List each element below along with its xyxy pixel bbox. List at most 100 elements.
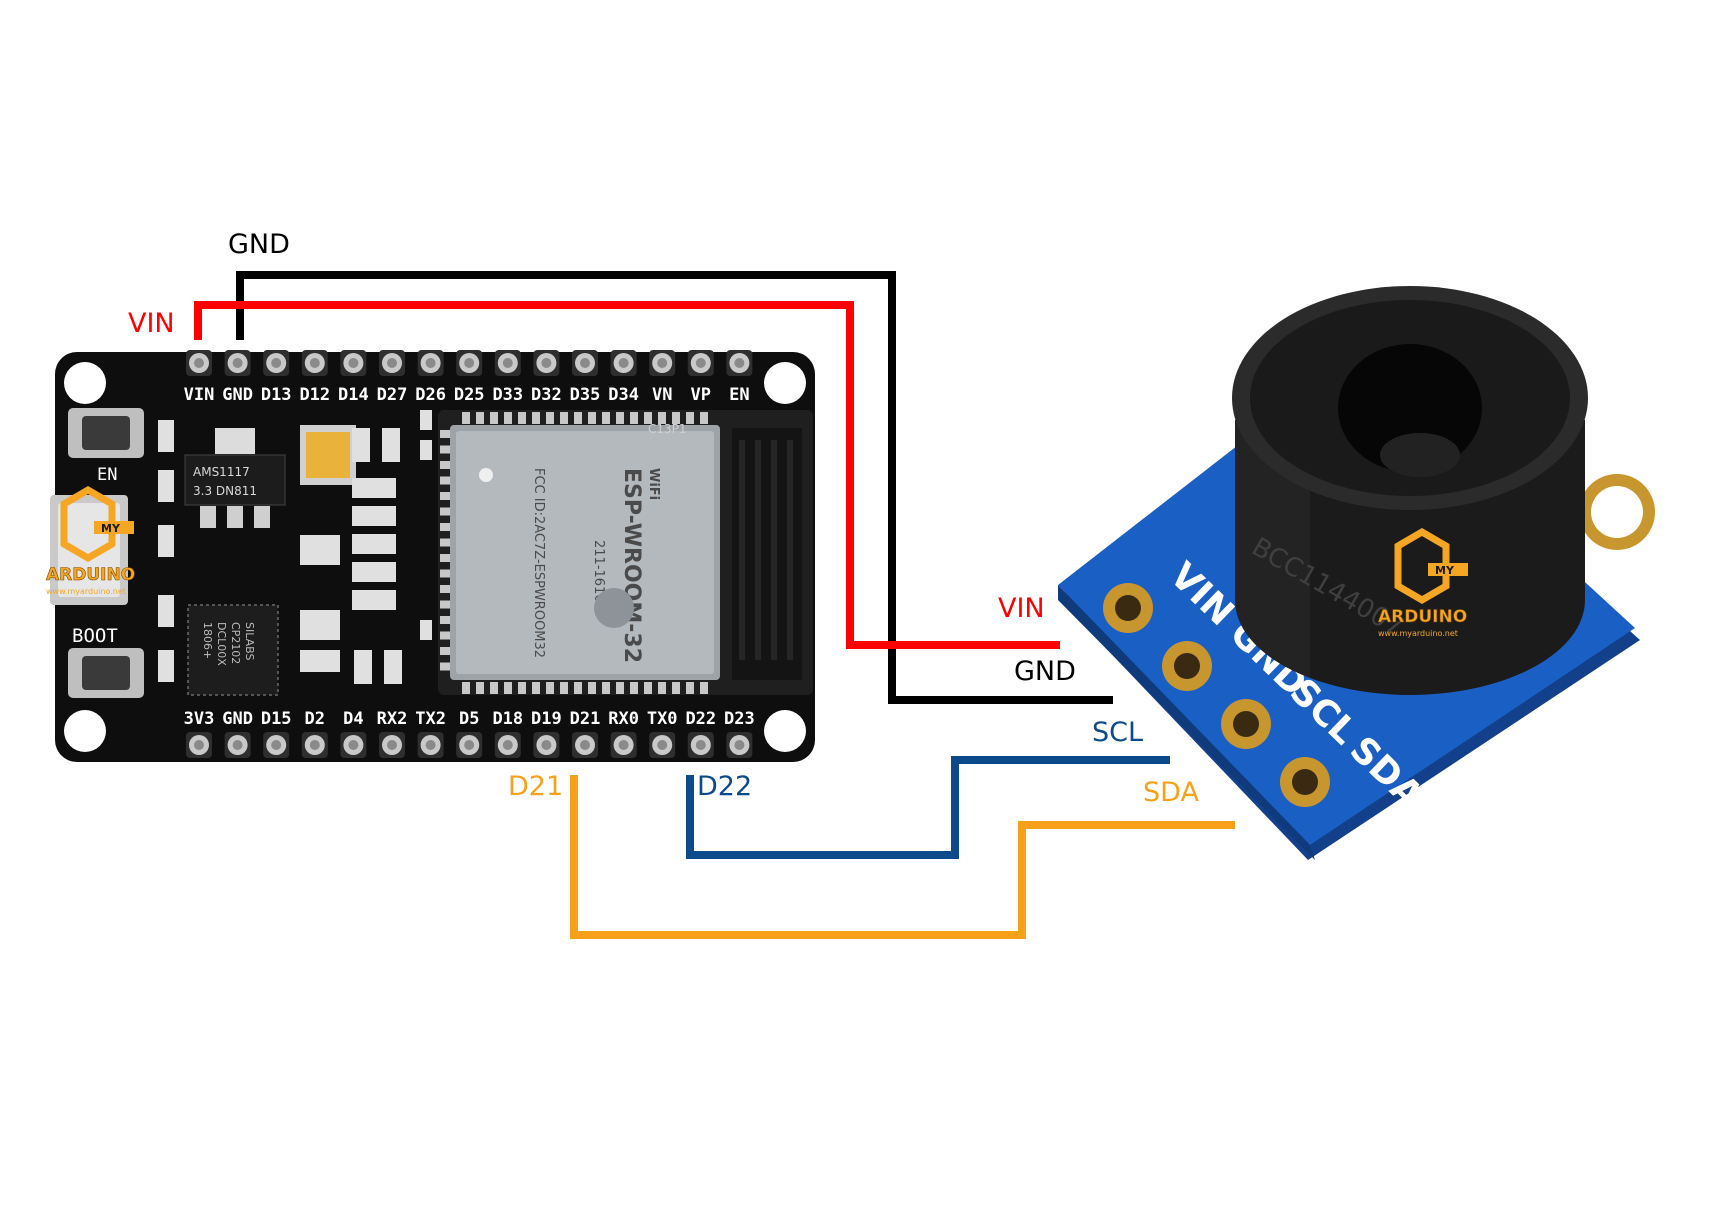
top-pin-d32 xyxy=(533,350,560,376)
top-pin-label: D12 xyxy=(299,385,330,405)
voltage-regulator: AMS1117 3.3 DN811 xyxy=(184,428,286,528)
wifi-mark: WiFi xyxy=(646,468,661,500)
bottom-pin-gnd xyxy=(224,732,251,758)
module-pads xyxy=(440,412,708,694)
bottom-pin-d5 xyxy=(456,732,483,758)
label-sensor-gnd: GND xyxy=(1014,656,1076,687)
top-pin-d13 xyxy=(263,350,290,376)
wire-scl xyxy=(686,756,1170,859)
bottom-pin-d2 xyxy=(301,732,328,758)
top-pin-vin xyxy=(186,350,212,376)
label-sensor-scl: SCL xyxy=(1092,717,1143,748)
bottom-pin-label: D23 xyxy=(724,709,755,729)
label-sensor-vin: VIN xyxy=(998,593,1045,624)
en-button: EN xyxy=(68,408,144,485)
logo-left-name: ARDUINO xyxy=(46,565,135,585)
sensor-pad-sda xyxy=(1280,757,1330,807)
sensor-pad-scl xyxy=(1221,699,1271,749)
regulator-line1: AMS1117 xyxy=(193,465,250,479)
en-button-label: EN xyxy=(97,465,117,485)
module-line3: FCC ID:2AC7Z-ESPWROOM32 xyxy=(531,468,546,658)
bottom-pin-label: 3V3 xyxy=(184,709,215,729)
top-pin-label: D26 xyxy=(415,385,446,405)
top-pin-vp xyxy=(687,350,714,376)
top-pin-label: D35 xyxy=(570,385,601,405)
bottom-pin-label: D18 xyxy=(492,709,523,729)
top-pin-d27 xyxy=(379,350,405,376)
bottom-pin-d21 xyxy=(572,732,598,758)
top-pin-gnd xyxy=(224,350,251,376)
bottom-pin-label: RX2 xyxy=(377,709,408,729)
bottom-pin-label: RX0 xyxy=(608,709,639,729)
tantalum-capacitor xyxy=(300,425,356,485)
bottom-pin-d15 xyxy=(263,732,290,758)
logo-left-url: www.myarduino.net xyxy=(46,587,126,596)
top-pin-d14 xyxy=(340,350,367,376)
chip-line4: 1806+ xyxy=(201,622,214,659)
ir-sensor-can: BCC1144007 xyxy=(1232,286,1588,695)
chip-line1: SILABS xyxy=(243,622,256,660)
top-pin-en xyxy=(726,350,753,376)
wire-sda xyxy=(570,775,1235,939)
top-pin-label: VP xyxy=(691,385,711,405)
bottom-pin-tx2 xyxy=(417,732,444,758)
esp-wroom-32-module: C13P1 ESP-WROOM-32 211-161007 FCC ID:2AC… xyxy=(438,410,813,695)
sensor-pad-gnd xyxy=(1162,641,1212,691)
top-pin-label: D13 xyxy=(261,385,292,405)
top-pin-d26 xyxy=(417,350,444,376)
label-esp-d21: D21 xyxy=(508,771,563,802)
bottom-pin-label: D19 xyxy=(531,709,562,729)
regulator-line2: 3.3 DN811 xyxy=(193,484,257,498)
bottom-pin-d19 xyxy=(533,732,560,758)
label-esp-d22: D22 xyxy=(697,771,752,802)
bottom-pin-label: TX2 xyxy=(415,709,446,729)
wire-gnd xyxy=(236,271,1113,704)
usb-uart-chip: SILABS CP2102 DCL00X 1806+ xyxy=(187,604,279,696)
bottom-pin-label: D15 xyxy=(261,709,292,729)
top-pin-label: D14 xyxy=(338,385,369,405)
top-pin-d34 xyxy=(610,350,637,376)
logo-right-my: MY xyxy=(1435,564,1455,577)
bottom-pin-label: D5 xyxy=(459,709,479,729)
sensor-pad-vin xyxy=(1103,583,1153,633)
module-top-label: C13P1 xyxy=(648,422,687,436)
top-pin-label: D25 xyxy=(454,385,485,405)
bottom-pin-d18 xyxy=(494,732,521,758)
top-pin-label: EN xyxy=(729,385,749,405)
label-esp-gnd: GND xyxy=(228,229,290,260)
bottom-pin-label: D4 xyxy=(343,709,363,729)
bottom-pin-d22 xyxy=(687,732,714,758)
bottom-pin-tx0 xyxy=(649,732,676,758)
bottom-pin-rx0 xyxy=(610,732,637,758)
label-sensor-sda: SDA xyxy=(1143,777,1199,808)
top-pin-d33 xyxy=(494,350,521,376)
logo-right-name: ARDUINO xyxy=(1378,607,1467,627)
brand-logo-left: MY ARDUINO www.myarduino.net xyxy=(46,485,135,596)
boot-button-label: BOOT xyxy=(72,625,118,647)
wire-vin xyxy=(194,301,1060,649)
bottom-pin-label: D2 xyxy=(305,709,325,729)
label-esp-vin: VIN xyxy=(128,308,175,339)
module-name: ESP-WROOM-32 xyxy=(619,468,644,663)
top-pin-label: GND xyxy=(222,385,253,405)
boot-button: BOOT xyxy=(68,625,144,698)
top-pin-label: D27 xyxy=(377,385,408,405)
sensor-pin-pads xyxy=(1103,583,1330,807)
chip-line2: CP2102 xyxy=(229,622,242,664)
bottom-pin-3v3 xyxy=(186,732,212,758)
wires xyxy=(194,271,1235,939)
sensor-board: VIN GND SCL SDA BCC1144007 xyxy=(1058,286,1655,860)
bottom-pin-label: TX0 xyxy=(647,709,678,729)
bottom-pin-d23 xyxy=(726,732,753,758)
top-pin-label: D32 xyxy=(531,385,562,405)
top-pin-vn xyxy=(649,350,676,376)
chip-line3: DCL00X xyxy=(215,622,228,666)
top-pin-label: VIN xyxy=(184,385,215,405)
bottom-pin-d4 xyxy=(340,732,367,758)
top-pin-label: D33 xyxy=(492,385,523,405)
top-pin-label: VN xyxy=(652,385,672,405)
logo-right-url: www.myarduino.net xyxy=(1378,629,1458,638)
